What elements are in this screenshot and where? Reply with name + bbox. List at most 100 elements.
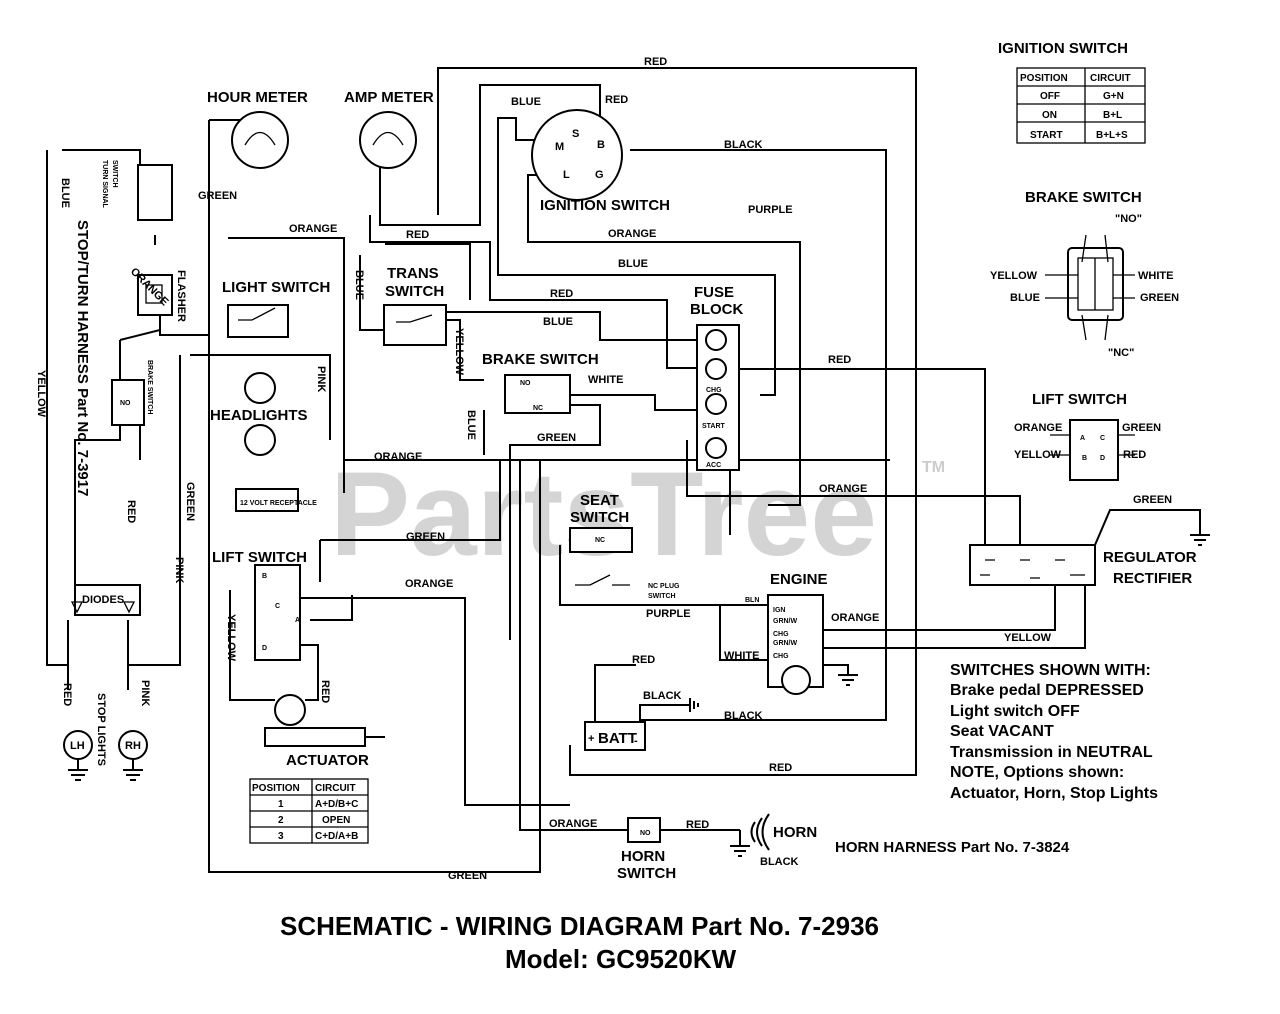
stop-turn-harness-label: STOP/TURN HARNESS Part No. 7-3917 xyxy=(74,220,91,496)
ignition-table-start-circuit: B+L+S xyxy=(1096,130,1128,141)
note-line-6: NOTE, Options shown: xyxy=(950,764,1124,781)
flasher: FLASHER xyxy=(137,270,187,322)
lift-legend-yellow: YELLOW xyxy=(1014,449,1062,461)
actuator: ACTUATOR xyxy=(264,694,385,769)
wire-label-red-horn: RED xyxy=(686,819,709,831)
brake-switch-legend: BRAKE SWITCH "NO" YELLOW WHITE BLUE GREE… xyxy=(990,189,1179,359)
note-line-1: SWITCHES SHOWN WITH: xyxy=(950,662,1151,679)
lift-legend-b: B xyxy=(1082,455,1087,462)
wire-label-blue-fuse: BLUE xyxy=(618,258,648,270)
rh-label: RH xyxy=(125,740,141,752)
wire-label-yellow-harness: YELLOW xyxy=(35,370,47,418)
wire-label-green-lift: GREEN xyxy=(406,531,445,543)
wire-label-red-actuator: RED xyxy=(319,680,331,703)
ign-terminal-m: M xyxy=(555,141,564,153)
wire-label-red-lh: RED xyxy=(61,683,73,706)
lift-table-row3-circuit: C+D/A+B xyxy=(315,831,358,842)
engine-label: ENGINE xyxy=(770,571,828,588)
lift-a: A xyxy=(295,617,300,624)
fuse-block-label-1: FUSE xyxy=(694,284,734,301)
wire-label-orange-reg: ORANGE xyxy=(819,483,867,495)
lift-position-table: POSITION CIRCUIT 1 A+D/B+C 2 OPEN 3 C+D/… xyxy=(249,778,369,844)
actuator-label: ACTUATOR xyxy=(286,752,369,769)
lift-table-row2-circuit: OPEN xyxy=(322,815,350,826)
wire-label-red-fuse: RED xyxy=(550,288,573,300)
wire-label-purple-seat: PURPLE xyxy=(646,608,691,620)
regulator-label-2: RECTIFIER xyxy=(1113,570,1192,587)
brake-switch-label: BRAKE SWITCH xyxy=(482,351,599,368)
lift-legend-green: GREEN xyxy=(1122,422,1161,434)
wire-label-yellow-lift: YELLOW xyxy=(225,614,237,662)
fuse-block-label-2: BLOCK xyxy=(690,301,743,318)
battery-minus: - xyxy=(634,735,638,747)
headlights: HEADLIGHTS xyxy=(210,372,308,456)
wire-label-orange-horn: ORANGE xyxy=(549,818,597,830)
wire-label-blue-brake: BLUE xyxy=(465,410,477,440)
wire-labels: RED BLUE RED BLACK PURPLE ORANGE RED BLU… xyxy=(35,56,1172,882)
nc-plug-label-2: SWITCH xyxy=(648,593,676,600)
wire-label-red-harness: RED xyxy=(125,500,137,523)
lift-table-row1-circuit: A+D/B+C xyxy=(315,799,358,810)
wire-label-pink-rh: PINK xyxy=(139,680,151,706)
note-line-2: Brake pedal DEPRESSED xyxy=(950,682,1144,699)
watermark: PartsTree xyxy=(330,447,877,581)
horn-harness-label: HORN HARNESS Part No. 7-3824 xyxy=(835,839,1070,856)
lift-legend-d: D xyxy=(1100,455,1105,462)
wire-label-red-bottom: RED xyxy=(769,762,792,774)
wire-label-orange-ign: ORANGE xyxy=(608,228,656,240)
regulator-rectifier: REGULATOR RECTIFIER xyxy=(969,528,1210,587)
wire-label-white-engine: WHITE xyxy=(724,650,759,662)
fuse-block: CHG START ACC FUSE BLOCK xyxy=(690,284,743,471)
brake-legend-green: GREEN xyxy=(1140,292,1179,304)
lift-legend-red: RED xyxy=(1123,449,1146,461)
stop-lights-label: STOP LIGHTS xyxy=(95,693,107,766)
turn-signal-switch: TURN SIGNAL SWITCH xyxy=(101,160,173,221)
wire-label-red-ign: RED xyxy=(605,94,628,106)
diagram-title-line-2: Model: GC9520KW xyxy=(505,944,737,974)
seat-switch: NC SEAT SWITCH NC PLUG SWITCH xyxy=(569,492,680,600)
seat-switch-label-2: SWITCH xyxy=(570,509,629,526)
lift-legend-title: LIFT SWITCH xyxy=(1032,391,1127,408)
seat-switch-label-1: SEAT xyxy=(580,492,619,509)
lh-label: LH xyxy=(70,740,85,752)
ign-terminal-b: B xyxy=(597,139,605,151)
engine-chg-2: CHG xyxy=(773,653,789,660)
brake-legend-yellow: YELLOW xyxy=(990,270,1038,282)
wire-label-red-reg: RED xyxy=(828,354,851,366)
wire-label-black-ign: BLACK xyxy=(724,139,763,151)
ignition-table-on-circuit: B+L xyxy=(1103,110,1122,121)
wire-label-green-hour: GREEN xyxy=(198,190,237,202)
wire-label-orange-engine: ORANGE xyxy=(831,612,879,624)
wire-label-blue-trans: BLUE xyxy=(543,316,573,328)
wire-label-black-horn: BLACK xyxy=(760,856,799,868)
turn-signal-label-2: SWITCH xyxy=(111,160,118,188)
lift-legend-c: C xyxy=(1100,435,1105,442)
wire-label-orange-lift: ORANGE xyxy=(405,578,453,590)
lift-switch-label: LIFT SWITCH xyxy=(212,549,307,566)
ignition-table-on: ON xyxy=(1042,110,1057,121)
ignition-table-off-circuit: G+N xyxy=(1103,91,1124,102)
ignition-table-header-position: POSITION xyxy=(1020,73,1068,84)
wire-label-black-engine: BLACK xyxy=(724,710,763,722)
ignition-table-start: START xyxy=(1030,130,1063,141)
lift-table-row3-pos: 3 xyxy=(278,831,284,842)
wire-label-green-ground: GREEN xyxy=(1133,494,1172,506)
ign-terminal-s: S xyxy=(572,128,579,140)
diagram-title-line-1: SCHEMATIC - WIRING DIAGRAM Part No. 7-29… xyxy=(280,911,879,941)
lift-table-row1-pos: 1 xyxy=(278,799,284,810)
wire-label-red-meter: RED xyxy=(406,229,429,241)
brake-switch-left-label: BRAKE SWITCH xyxy=(146,360,153,414)
diodes: DIODES xyxy=(70,584,141,616)
headlights-label: HEADLIGHTS xyxy=(210,407,308,424)
fuse-acc: ACC xyxy=(706,462,721,469)
lift-b: B xyxy=(262,573,267,580)
trans-switch-label-2: SWITCH xyxy=(385,283,444,300)
ignition-switch: S B M L G IGNITION SWITCH xyxy=(531,109,670,214)
wire-label-black-batt: BLACK xyxy=(643,690,682,702)
stop-lights: LH RH STOP LIGHTS xyxy=(63,693,148,781)
wire-label-white-brake: WHITE xyxy=(588,374,623,386)
lift-legend-a: A xyxy=(1080,435,1085,442)
wire-label-red-top: RED xyxy=(644,56,667,68)
wire-label-green-brake: GREEN xyxy=(537,432,576,444)
